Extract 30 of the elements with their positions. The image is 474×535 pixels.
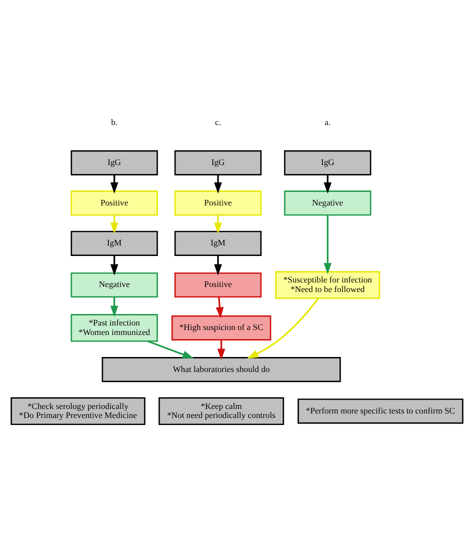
node-box: *Check serology periodically *Do Primary Preventive Medicine <box>10 397 146 426</box>
node-box: *Perform more specific tests to confirm SC <box>298 398 464 424</box>
node-box: *Past infection *Women immunized <box>70 314 158 342</box>
arrow <box>214 174 222 194</box>
node-box: Positive <box>174 272 262 298</box>
arrow <box>214 256 222 276</box>
node-box: Positive <box>174 190 262 216</box>
arrow <box>110 297 118 317</box>
label: c. <box>215 116 221 127</box>
node-box: *Keep calm *Not need periodically controls <box>158 397 284 426</box>
arrow <box>148 340 194 359</box>
node-box: *Susceptible for infection *Need to be followed <box>275 271 380 299</box>
node-box: *High suspicion of a SC <box>171 315 272 340</box>
node-box: IgM <box>174 230 262 256</box>
node-box: What laboratories should do <box>102 356 341 382</box>
node-box: IgG <box>70 150 158 176</box>
arrow <box>214 215 222 234</box>
node-box: Negative <box>70 272 158 298</box>
node-box: Negative <box>284 190 372 216</box>
node-box: Positive <box>70 190 158 216</box>
label: b. <box>111 116 118 127</box>
node-box: IgM <box>70 230 158 256</box>
node-box: IgG <box>284 150 372 176</box>
arrow <box>217 340 226 360</box>
arrow <box>110 256 118 276</box>
arrow <box>247 298 320 359</box>
arrow <box>216 296 224 318</box>
label: a. <box>324 116 331 127</box>
arrow <box>324 215 332 274</box>
node-box: IgG <box>174 150 262 176</box>
